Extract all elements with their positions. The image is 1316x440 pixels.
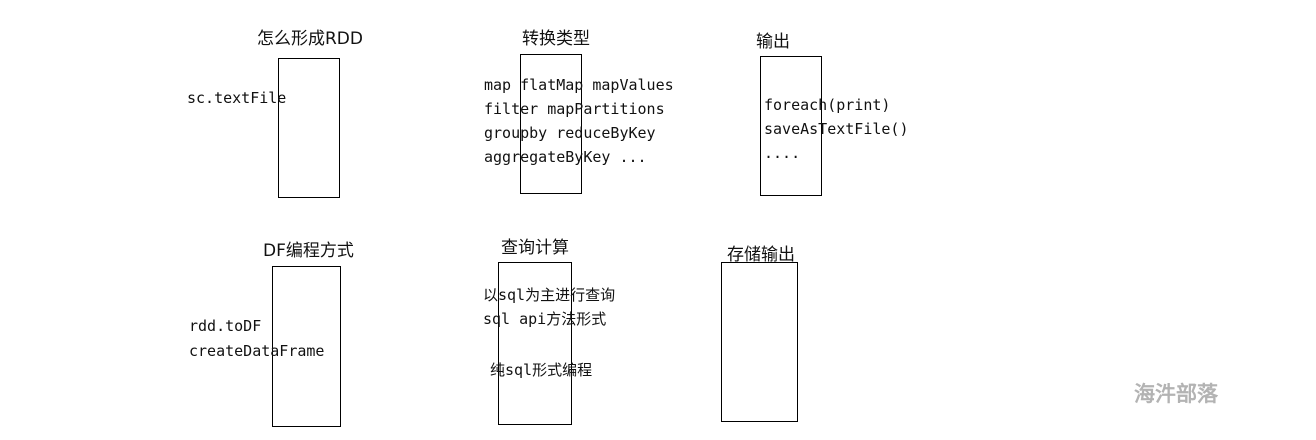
stage-text-output-1: foreach(print) <box>764 96 891 114</box>
stage-title-dataframe: DF编程方式 <box>263 241 354 261</box>
stage-text-query-3: 纯sql形式编程 <box>490 361 593 379</box>
stage-text-transformations-3: groupby reduceByKey <box>484 124 656 142</box>
stage-title-transformations: 转换类型 <box>522 29 590 49</box>
stage-text-query-2: sql api方法形式 <box>483 310 607 328</box>
stage-text-transformations-2: filter mapPartitions <box>484 100 665 118</box>
stage-box-dataframe <box>272 266 341 427</box>
stage-text-transformations-1: map flatMap mapValues <box>484 76 674 94</box>
stage-box-output <box>760 56 822 196</box>
stage-box-query <box>498 262 572 425</box>
stage-text-output-3: .... <box>764 144 801 162</box>
stage-box-storage-output <box>721 262 798 422</box>
stage-text-dataframe-2: createDataFrame <box>189 342 325 360</box>
stage-text-output-2: saveAsTextFile() <box>764 120 909 138</box>
watermark: 海汼部落 <box>1134 382 1218 406</box>
stage-title-query: 查询计算 <box>501 238 569 258</box>
stage-box-transformations <box>520 54 582 194</box>
stage-text-transformations-4: aggregateByKey ... <box>484 148 647 166</box>
stage-title-storage-output: 存储输出 <box>727 245 795 265</box>
stage-text-dataframe-1: rdd.toDF <box>189 317 262 335</box>
stage-title-output: 输出 <box>756 32 790 52</box>
stage-text-rdd-creation-1: sc.textFile <box>187 89 287 107</box>
stage-box-rdd-creation <box>278 58 340 198</box>
stage-text-query-1: 以sql为主进行查询 <box>483 286 616 304</box>
stage-title-rdd-creation: 怎么形成RDD <box>257 29 363 49</box>
